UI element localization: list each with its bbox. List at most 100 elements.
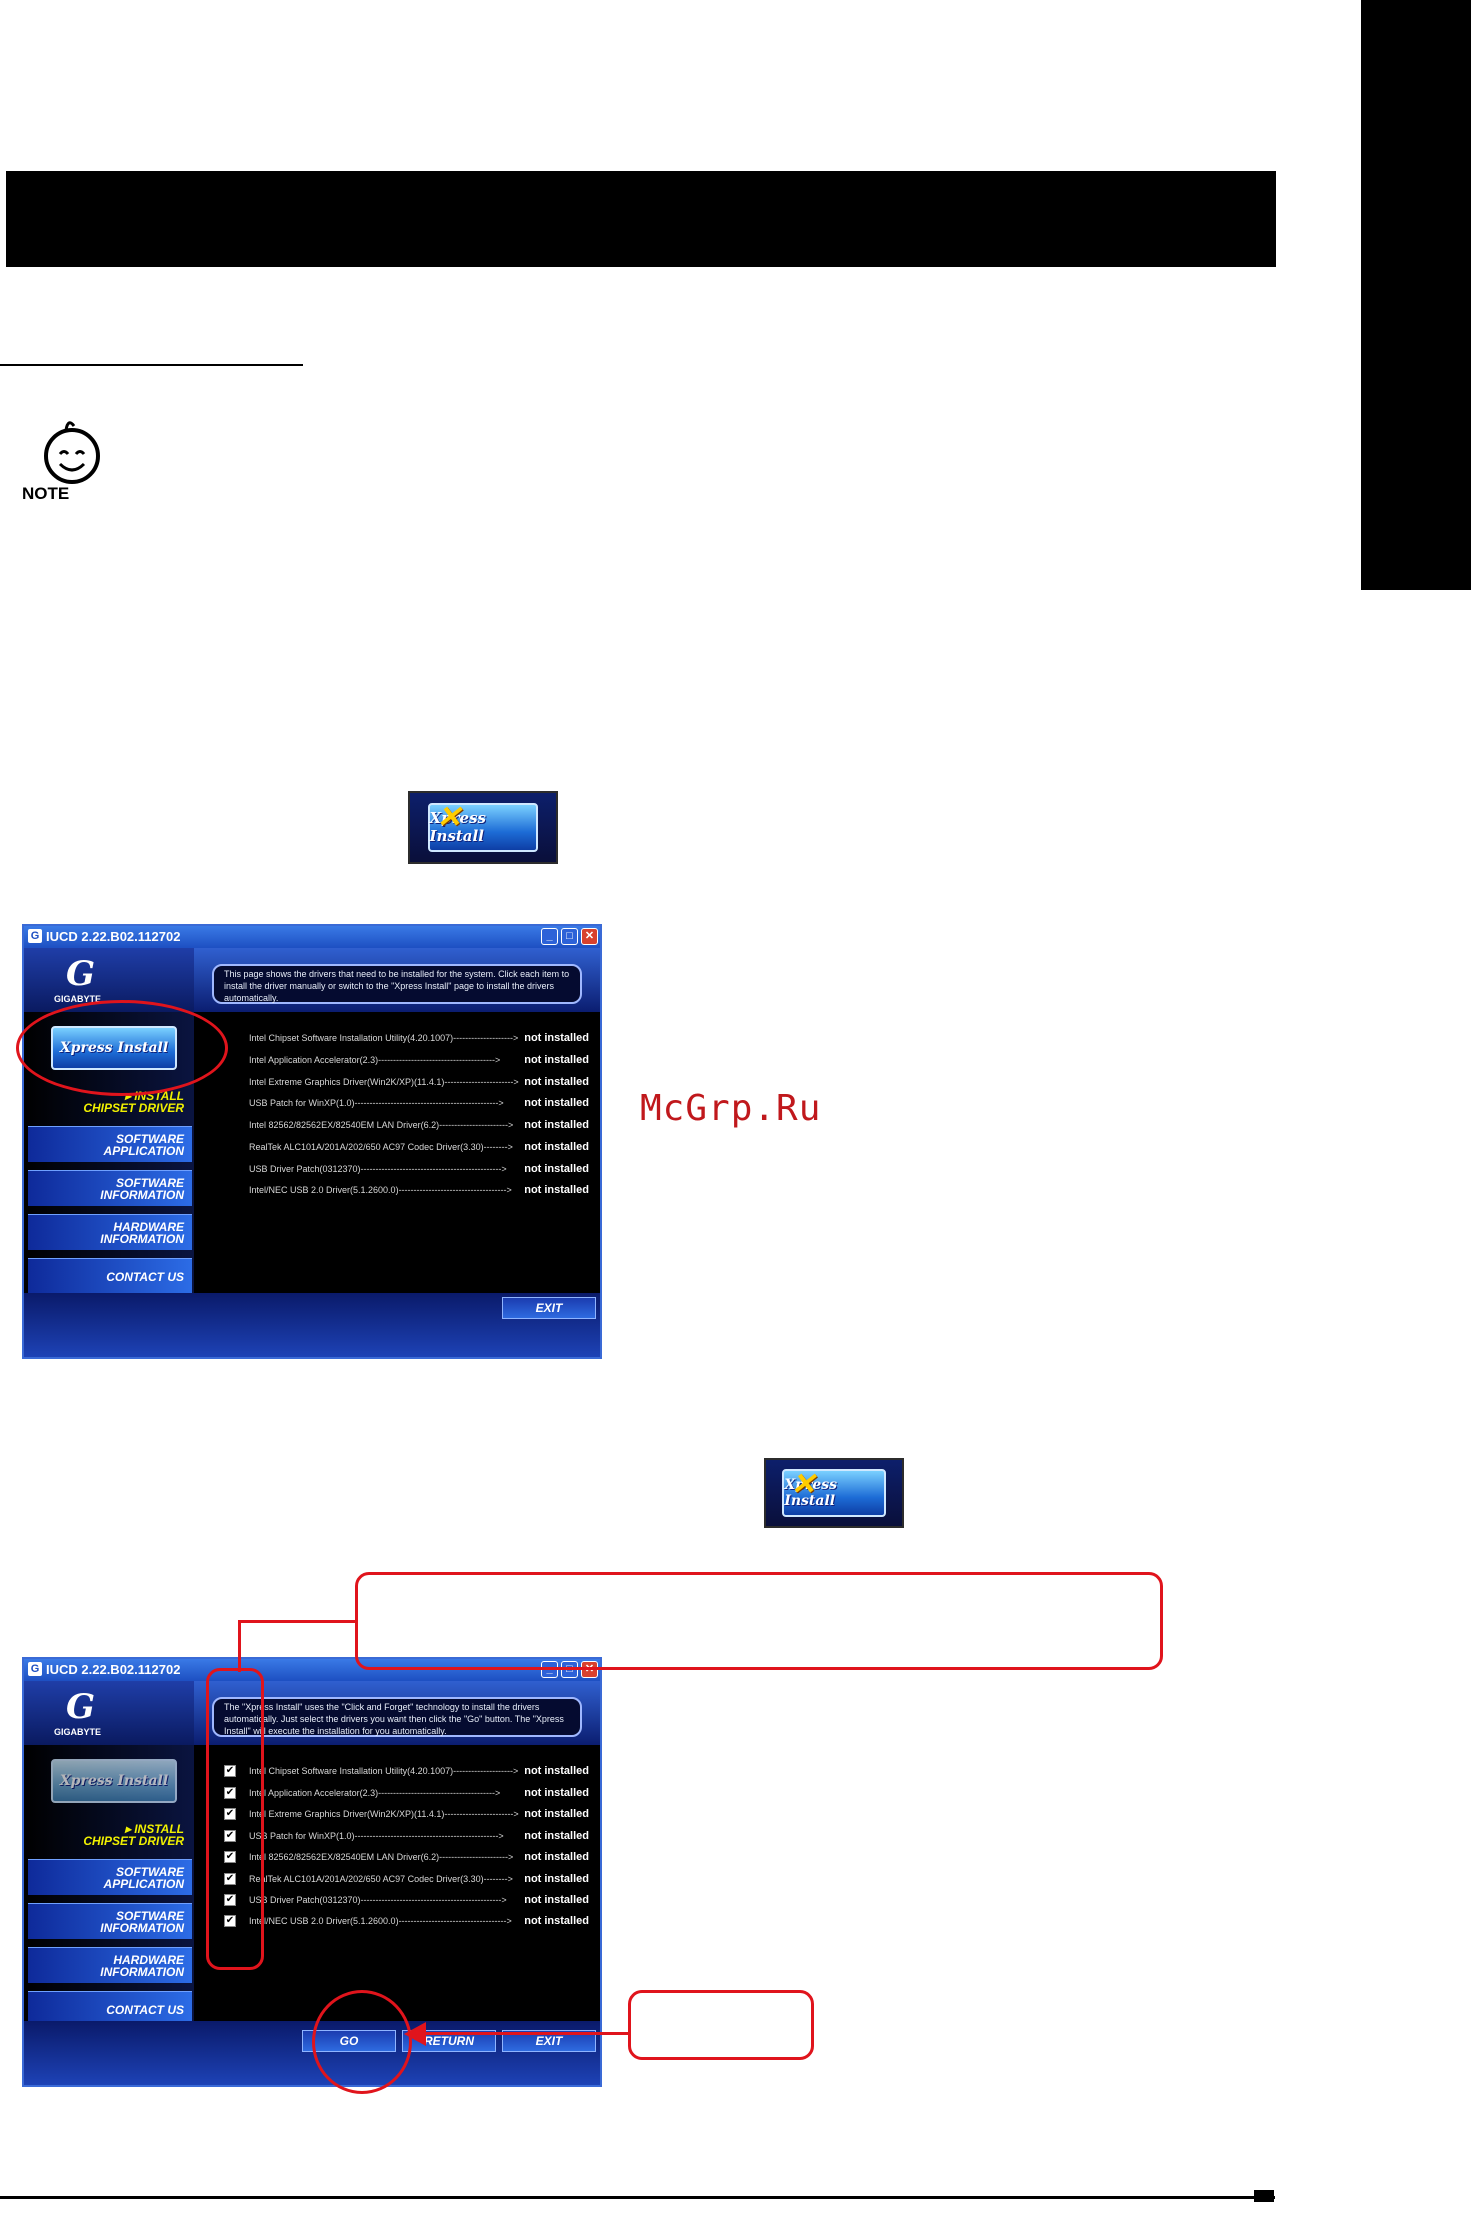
xpress-install-label: Xpress Install — [782, 1469, 886, 1517]
driver-name: Intel Chipset Software Installation Util… — [249, 1033, 519, 1043]
sidebar-item-label-line1: HARDWARE — [113, 1219, 184, 1234]
watermark: McGrp.Ru — [640, 1088, 822, 1129]
xpress-install-button-image: Xpress Install ✕ — [764, 1458, 904, 1528]
driver-name: Intel Application Accelerator(2.3)------… — [249, 1788, 501, 1798]
exit-button[interactable]: EXIT — [502, 2030, 596, 2052]
maximize-icon[interactable]: □ — [561, 928, 578, 945]
go-highlight-circle — [312, 1990, 412, 2094]
driver-name: Intel/NEC USB 2.0 Driver(5.1.2600.0)----… — [249, 1916, 512, 1926]
window-title-bar: G IUCD 2.22.B02.112702 _ □ ✕ — [24, 926, 600, 948]
driver-row[interactable]: Intel Extreme Graphics Driver(Win2K/XP)(… — [249, 1805, 589, 1823]
driver-checkbox[interactable]: ✔ — [224, 1915, 236, 1927]
driver-name: Intel 82562/82562EX/82540EM LAN Driver(6… — [249, 1120, 514, 1130]
sidebar-item-label-line2: CHIPSET DRIVER — [83, 1834, 184, 1848]
sidebar-item-software-information[interactable]: SOFTWARE INFORMATION — [28, 1903, 192, 1939]
sidebar: Xpress Install ▸ INSTALL CHIPSET DRIVER … — [24, 1745, 194, 2027]
driver-checkbox[interactable]: ✔ — [224, 1851, 236, 1863]
app-icon: G — [28, 929, 42, 943]
driver-row[interactable]: Intel Application Accelerator(2.3)------… — [249, 1051, 589, 1069]
driver-row[interactable]: Intel Chipset Software Installation Util… — [249, 1029, 589, 1047]
sidebar-item-label-line2: CHIPSET DRIVER — [83, 1101, 184, 1115]
driver-row[interactable]: USB Patch for WinXP(1.0)----------------… — [249, 1827, 589, 1845]
driver-row[interactable]: USB Driver Patch(0312370)---------------… — [249, 1891, 589, 1909]
xpress-install-button-image: Xpress Install ✕ — [408, 791, 558, 864]
brand-name: GIGABYTE — [54, 1727, 102, 1737]
footer-rule — [0, 2196, 1275, 2199]
sidebar-item-label-line2: APPLICATION — [103, 1876, 184, 1891]
section-header-bar — [6, 171, 1276, 267]
driver-status: not installed — [524, 1054, 589, 1066]
xpress-install-label: Xpress Install — [427, 802, 539, 853]
driver-name: USB Patch for WinXP(1.0)----------------… — [249, 1831, 504, 1841]
driver-status: not installed — [524, 1184, 589, 1196]
driver-row[interactable]: Intel 82562/82562EX/82540EM LAN Driver(6… — [249, 1116, 589, 1134]
logo-mark: G — [66, 1687, 96, 1727]
driver-row[interactable]: Intel Chipset Software Installation Util… — [249, 1762, 589, 1780]
driver-checkbox[interactable]: ✔ — [224, 1894, 236, 1906]
driver-checkbox[interactable]: ✔ — [224, 1873, 236, 1885]
driver-row[interactable]: RealTek ALC101A/201A/202/650 AC97 Codec … — [249, 1870, 589, 1888]
gigabyte-logo: G GIGABYTE — [24, 948, 194, 1012]
driver-status: not installed — [524, 1141, 589, 1153]
driver-status: not installed — [524, 1097, 589, 1109]
driver-name: RealTek ALC101A/201A/202/650 AC97 Codec … — [249, 1142, 513, 1152]
driver-status: not installed — [524, 1830, 589, 1842]
close-icon[interactable]: ✕ — [581, 928, 598, 945]
exit-button[interactable]: EXIT — [502, 1297, 596, 1319]
driver-status: not installed — [524, 1873, 589, 1885]
sidebar-item-contact-us[interactable]: CONTACT US — [28, 1258, 192, 1294]
chapter-side-tab — [1361, 0, 1471, 590]
footer-marker — [1254, 2190, 1274, 2202]
window-title: IUCD 2.22.B02.112702 — [46, 1662, 181, 1677]
sidebar-item-label-line1: SOFTWARE — [116, 1175, 184, 1190]
driver-row[interactable]: USB Driver Patch(0312370)---------------… — [249, 1160, 589, 1178]
sidebar-item-label-line2: INFORMATION — [100, 1187, 184, 1202]
driver-name: Intel Application Accelerator(2.3)------… — [249, 1055, 501, 1065]
driver-name: Intel/NEC USB 2.0 Driver(5.1.2600.0)----… — [249, 1185, 512, 1195]
driver-name: RealTek ALC101A/201A/202/650 AC97 Codec … — [249, 1874, 513, 1884]
arrow-left-icon — [404, 2022, 426, 2046]
sidebar-item-software-information[interactable]: SOFTWARE INFORMATION — [28, 1170, 192, 1206]
driver-checkbox[interactable]: ✔ — [224, 1830, 236, 1842]
sidebar-item-software-application[interactable]: SOFTWARE APPLICATION — [28, 1126, 192, 1162]
driver-row[interactable]: Intel/NEC USB 2.0 Driver(5.1.2600.0)----… — [249, 1912, 589, 1930]
sidebar-item-hardware-information[interactable]: HARDWARE INFORMATION — [28, 1214, 192, 1250]
installer-window-driver-list: G IUCD 2.22.B02.112702 _ □ ✕ G GIGABYTE … — [22, 924, 602, 1359]
driver-name: USB Patch for WinXP(1.0)----------------… — [249, 1098, 504, 1108]
driver-row[interactable]: Intel Extreme Graphics Driver(Win2K/XP)(… — [249, 1073, 589, 1091]
driver-name: Intel Extreme Graphics Driver(Win2K/XP)(… — [249, 1809, 519, 1819]
driver-row[interactable]: Intel Application Accelerator(2.3)------… — [249, 1784, 589, 1802]
sidebar-item-install-chipset-driver[interactable]: ▸ INSTALL CHIPSET DRIVER — [28, 1817, 192, 1853]
driver-row[interactable]: RealTek ALC101A/201A/202/650 AC97 Codec … — [249, 1138, 589, 1156]
driver-name: USB Driver Patch(0312370)---------------… — [249, 1164, 507, 1174]
section-underline — [0, 364, 303, 366]
driver-status: not installed — [524, 1076, 589, 1088]
sidebar-item-software-application[interactable]: SOFTWARE APPLICATION — [28, 1859, 192, 1895]
driver-status: not installed — [524, 1032, 589, 1044]
driver-name: USB Driver Patch(0312370)---------------… — [249, 1895, 507, 1905]
driver-status: not installed — [524, 1851, 589, 1863]
x-mark-icon: ✕ — [436, 800, 462, 834]
minimize-icon[interactable]: _ — [541, 928, 558, 945]
driver-name: Intel 82562/82562EX/82540EM LAN Driver(6… — [249, 1852, 514, 1862]
sidebar-item-label: CONTACT US — [106, 2002, 184, 2017]
sidebar-item-label: CONTACT US — [106, 1269, 184, 1284]
driver-row[interactable]: Intel/NEC USB 2.0 Driver(5.1.2600.0)----… — [249, 1181, 589, 1199]
driver-status: not installed — [524, 1119, 589, 1131]
driver-name: Intel Extreme Graphics Driver(Win2K/XP)(… — [249, 1077, 519, 1087]
note-icon: NOTE — [20, 410, 120, 510]
driver-row[interactable]: Intel 82562/82562EX/82540EM LAN Driver(6… — [249, 1848, 589, 1866]
sidebar-item-label-line2: INFORMATION — [100, 1231, 184, 1246]
driver-status: not installed — [524, 1163, 589, 1175]
sidebar-item-label-line2: APPLICATION — [103, 1143, 184, 1158]
x-mark-icon: ✕ — [790, 1467, 816, 1501]
xpress-install-menu-button[interactable]: Xpress Install — [46, 1751, 182, 1811]
sidebar-item-label-line2: INFORMATION — [100, 1964, 184, 1979]
driver-checkbox[interactable]: ✔ — [224, 1787, 236, 1799]
sidebar-item-label-line1: SOFTWARE — [116, 1908, 184, 1923]
window-title: IUCD 2.22.B02.112702 — [46, 929, 181, 944]
driver-checkbox[interactable]: ✔ — [224, 1765, 236, 1777]
sidebar-item-hardware-information[interactable]: HARDWARE INFORMATION — [28, 1947, 192, 1983]
driver-row[interactable]: USB Patch for WinXP(1.0)----------------… — [249, 1094, 589, 1112]
driver-checkbox[interactable]: ✔ — [224, 1808, 236, 1820]
